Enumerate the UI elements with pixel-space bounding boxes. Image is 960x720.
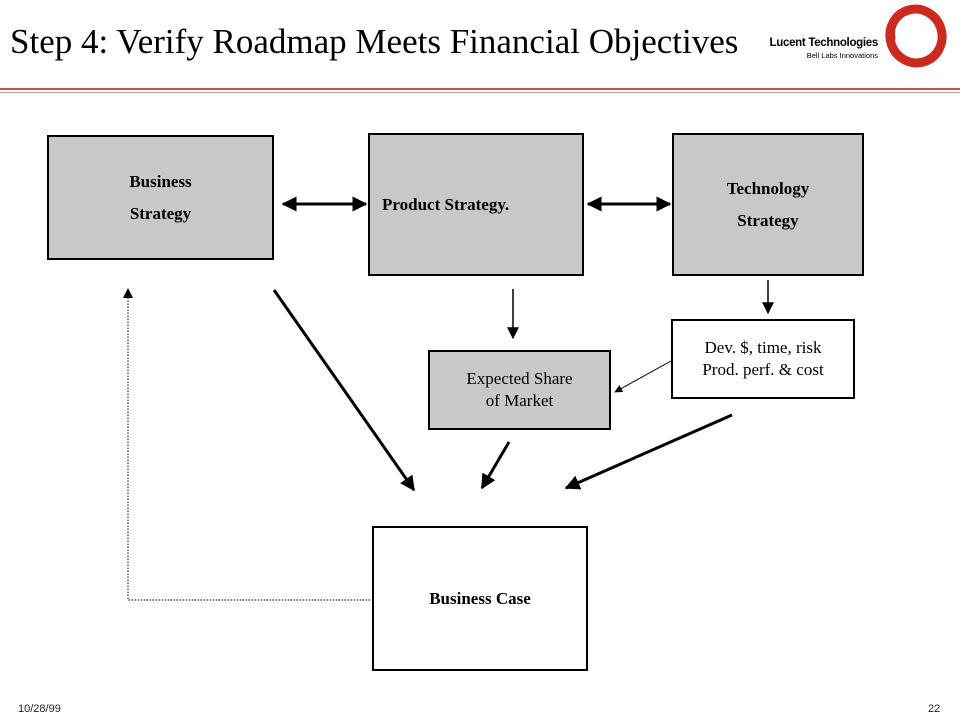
product-strategy-label: Product Strategy. [382, 194, 510, 214]
dev-costs-line2: Prod. perf. & cost [702, 360, 824, 379]
expected-share-line1: Expected Share [466, 369, 573, 388]
expected-share-box: Expected Share of Market [428, 350, 611, 430]
logo-wordmark: Lucent Technologies Bell Labs Innovation… [760, 37, 879, 60]
title-rule-thin [0, 92, 960, 93]
slide-title: Step 4: Verify Roadmap Meets Financial O… [10, 22, 739, 61]
business-strategy-box: Business Strategy [47, 135, 274, 260]
logo-name: Lucent Technologies [769, 37, 879, 49]
technology-strategy-line1: Technology [726, 178, 810, 198]
business-case-box: Business Case [372, 526, 588, 671]
dev-case-arrow [564, 413, 733, 490]
dev-costs-box: Dev. $, time, risk Prod. perf. & cost [671, 319, 855, 399]
logo-ring-icon [885, 4, 947, 68]
logo-tagline: Bell Labs Innovations [806, 50, 878, 60]
business-case-arrow [272, 289, 416, 492]
business-strategy-line2: Strategy [129, 203, 192, 223]
expected-share-line2: of Market [485, 391, 554, 410]
footer-page-number: 22 [928, 703, 941, 715]
title-rule [0, 88, 960, 90]
share-case-arrow [480, 441, 511, 490]
feedback-arrowhead [123, 288, 133, 298]
footer-date: 10/28/99 [18, 703, 61, 715]
technology-strategy-box: Technology Strategy [672, 133, 864, 276]
dev-costs-line1: Dev. $, time, risk [704, 338, 822, 357]
feedback-line [127, 294, 370, 601]
dev-share-arrow [614, 360, 672, 393]
product-strategy-box: Product Strategy. [368, 133, 584, 276]
technology-strategy-line2: Strategy [737, 210, 799, 230]
business-strategy-line1: Business [129, 171, 192, 191]
business-case-label: Business Case [429, 588, 531, 608]
